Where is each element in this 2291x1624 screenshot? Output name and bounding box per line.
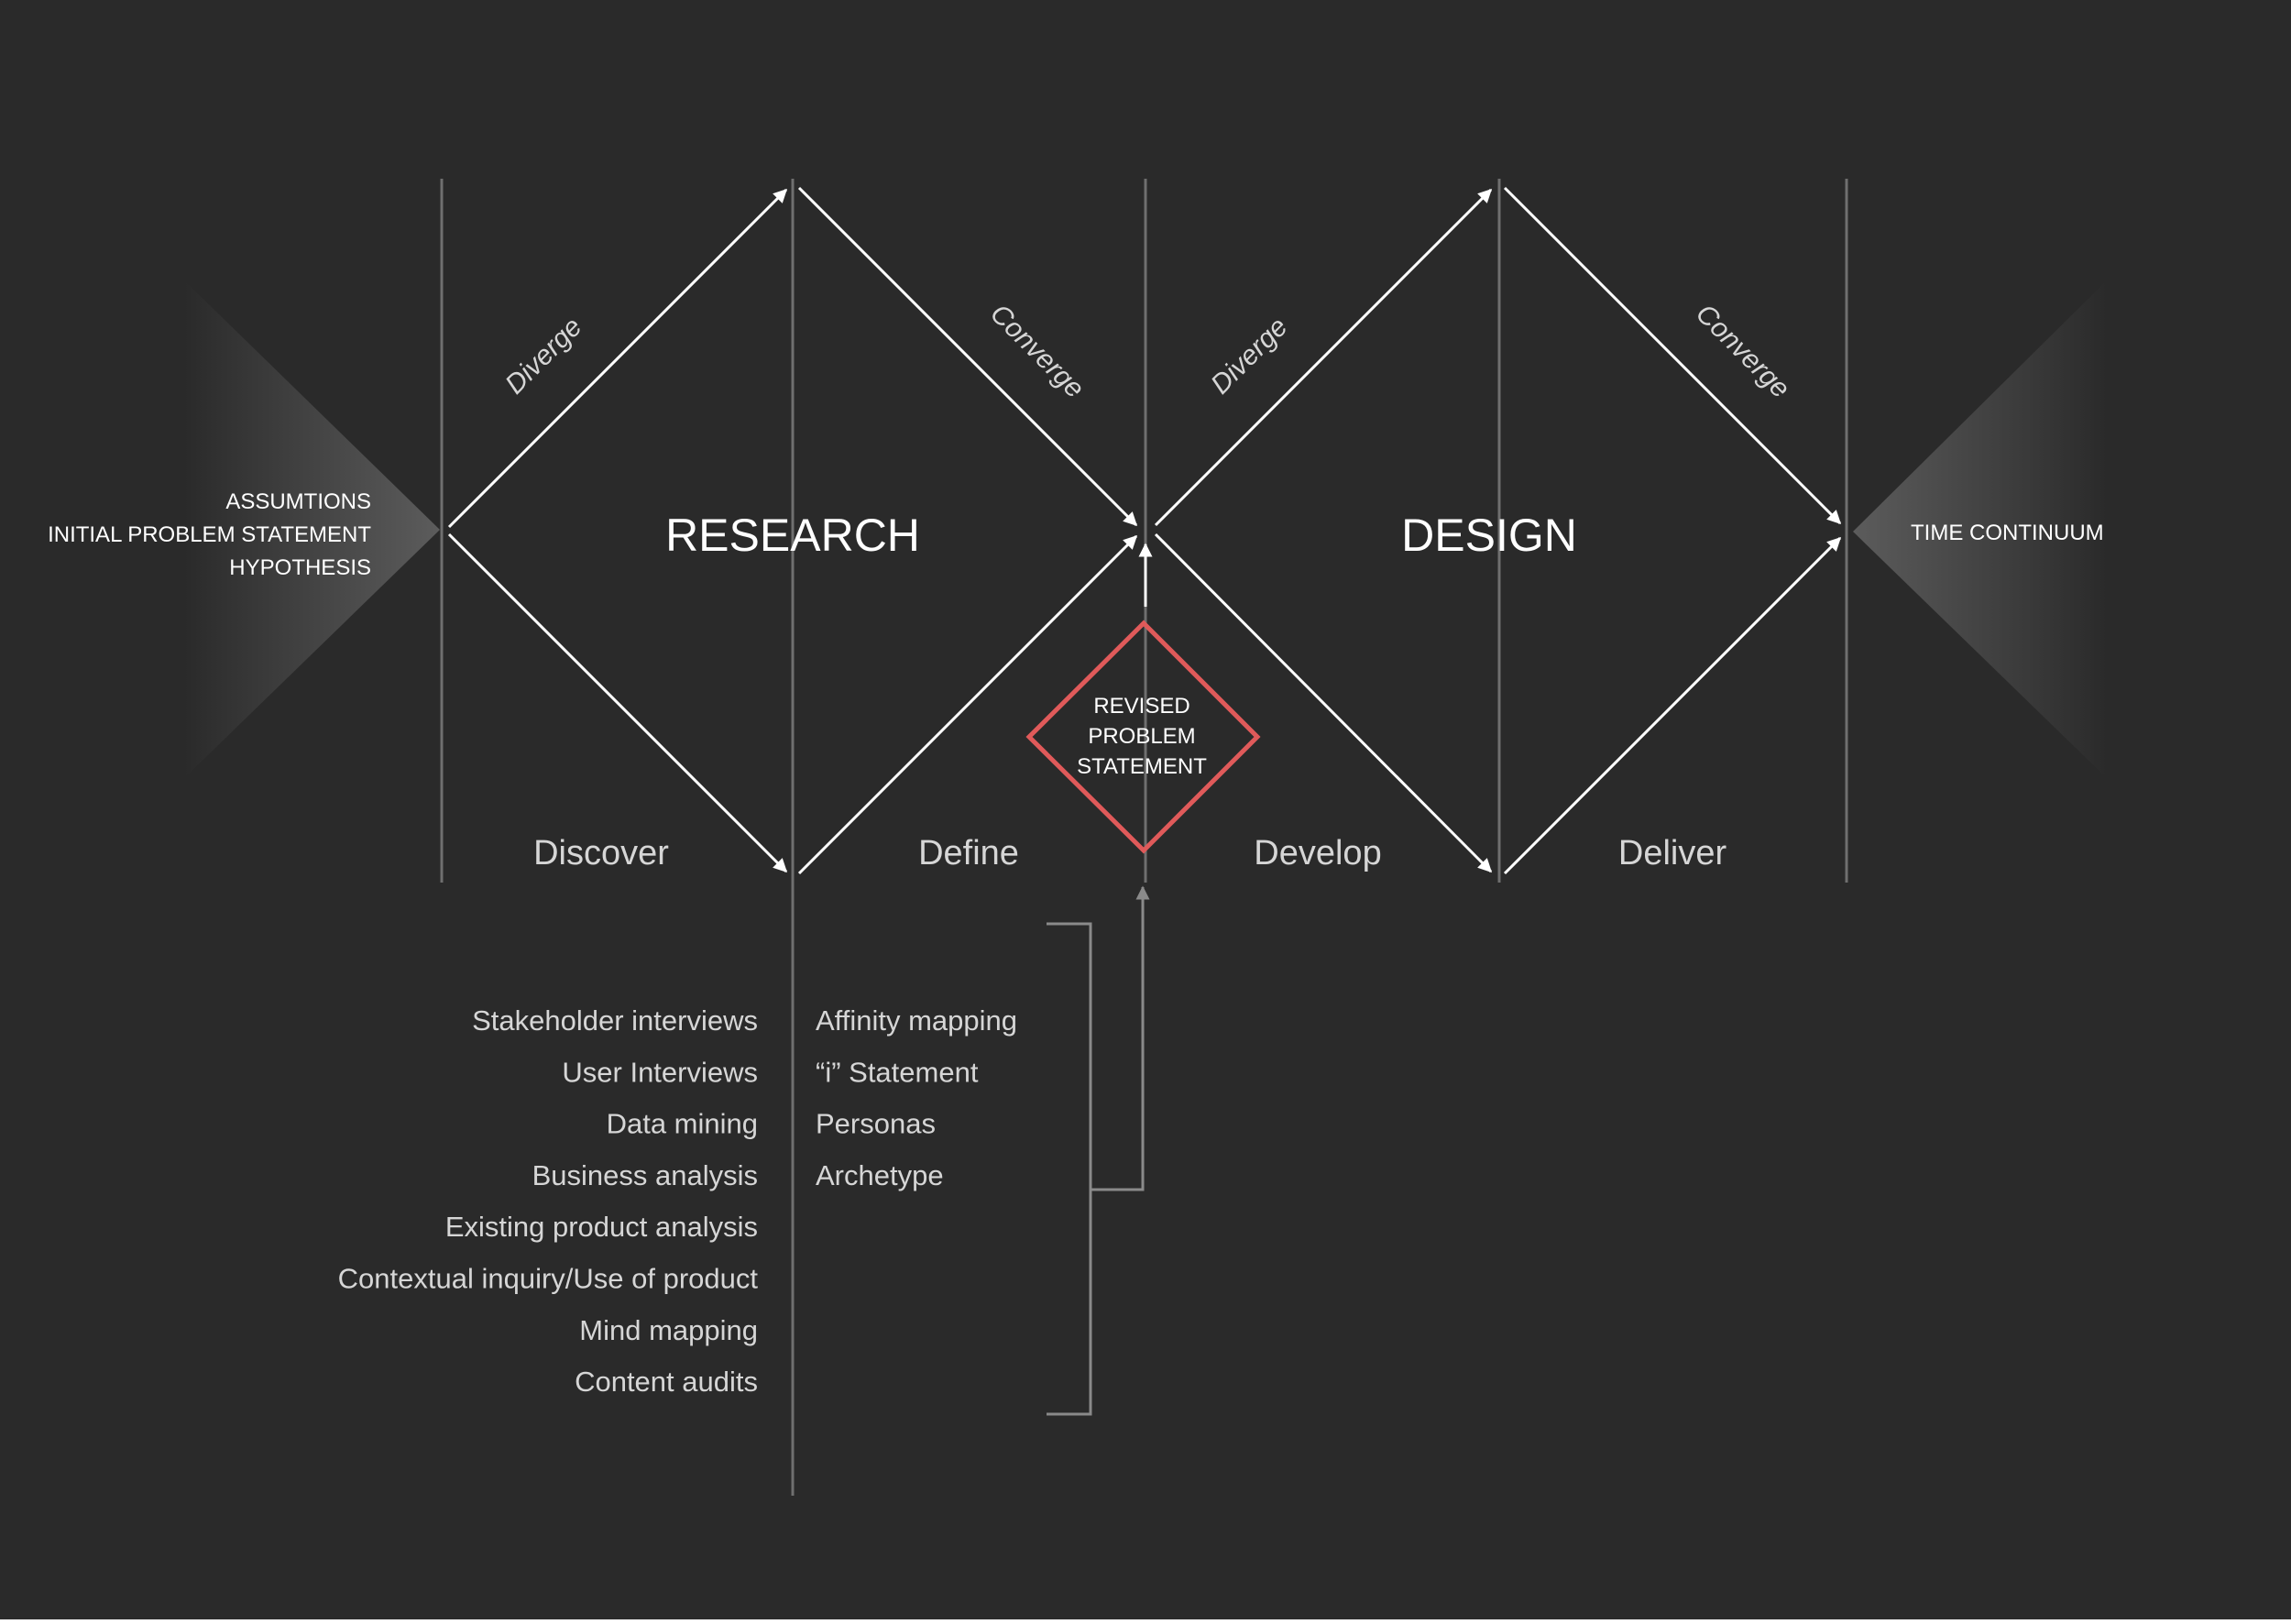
design-converge-up-arrow xyxy=(1503,536,1842,875)
research-title: RESEARCH xyxy=(665,510,920,561)
design-title: DESIGN xyxy=(1401,510,1577,561)
discover-method-item: Data mining xyxy=(607,1108,758,1140)
define-methods-list: Affinity mapping “i” StatementPersonasArc… xyxy=(816,1004,1017,1191)
research-converge-up-arrow xyxy=(797,534,1138,875)
design-diverge-down-arrow xyxy=(1154,532,1493,873)
input-funnel-shape xyxy=(183,280,440,779)
design-converge-down-arrow xyxy=(1503,186,1842,525)
input-label-hypothesis: HYPOTHESIS xyxy=(229,555,371,580)
discover-method-item: Contextual inquiry/Use of product xyxy=(338,1263,759,1295)
discover-method-item: Mind mapping xyxy=(579,1314,758,1346)
revised-problem-line-2: PROBLEM xyxy=(1088,724,1195,749)
revised-problem-line-3: STATEMENT xyxy=(1077,754,1207,779)
methods-connector-arrow xyxy=(1091,885,1150,1191)
phase-develop: Develop xyxy=(1254,834,1381,872)
revised-problem-line-1: REVISED xyxy=(1093,694,1189,719)
discover-method-item: Stakeholder interviews xyxy=(472,1004,758,1037)
discover-method-item: User Interviews xyxy=(562,1056,758,1088)
define-method-item: Archetype xyxy=(816,1159,944,1191)
discover-method-item: Content audits xyxy=(575,1366,758,1398)
phase-discover: Discover xyxy=(533,834,669,872)
define-method-item: Affinity mapping xyxy=(816,1004,1017,1037)
time-continuum-label: TIME CONTINUUM xyxy=(1911,521,2104,545)
design-diverge-up-arrow xyxy=(1154,188,1493,527)
define-method-item: “i” Statement xyxy=(816,1056,979,1088)
methods-bracket xyxy=(1047,922,1092,1416)
input-label-assumptions: ASSUMTIONS xyxy=(225,489,371,514)
discover-method-item: Existing product analysis xyxy=(445,1211,758,1243)
research-diverge-up-arrow xyxy=(447,188,788,529)
discover-method-item: Business analysis xyxy=(532,1159,758,1191)
input-label-initial-problem: INITIAL PROBLEM STATEMENT xyxy=(48,522,371,547)
phase-define: Define xyxy=(918,834,1019,872)
research-diverge-down-arrow xyxy=(447,532,788,873)
research-converge-down-arrow xyxy=(797,186,1138,527)
phase-deliver: Deliver xyxy=(1618,834,1727,872)
output-funnel-shape xyxy=(1853,280,2108,779)
define-method-item: Personas xyxy=(816,1108,936,1140)
revised-problem-diamond xyxy=(1025,620,1261,854)
